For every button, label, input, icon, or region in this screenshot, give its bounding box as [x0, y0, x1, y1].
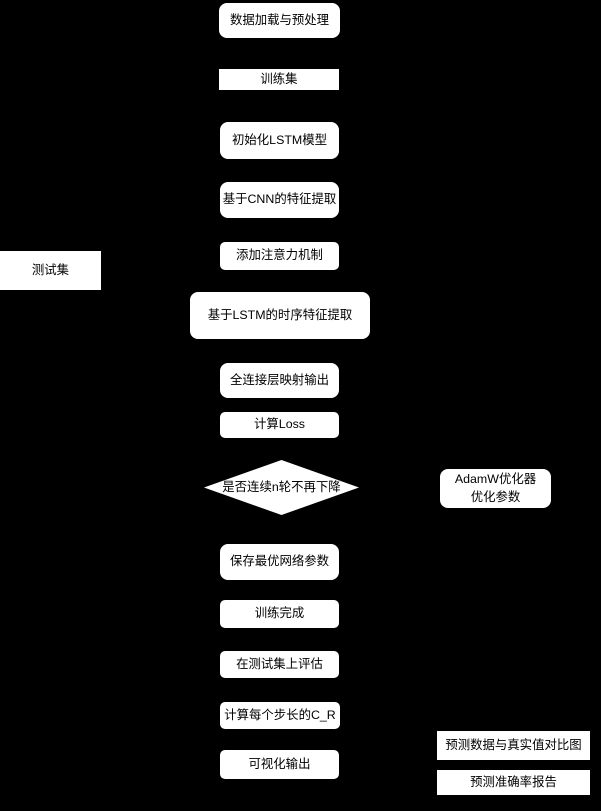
- node-save-best-params: 保存最优网络参数: [220, 544, 339, 580]
- node-fc-output-label: 全连接层映射输出: [229, 372, 330, 387]
- node-compute-loss: 计算Loss: [220, 412, 339, 438]
- node-visual-output: 可视化输出: [220, 750, 339, 779]
- node-cnn-feature-label: 基于CNN的特征提取: [222, 192, 337, 207]
- node-adamw-optimizer-label: AdamW优化器 优化参数: [454, 472, 537, 504]
- node-compute-loss-label: 计算Loss: [254, 417, 305, 432]
- node-cnn-feature: 基于CNN的特征提取: [220, 182, 339, 218]
- node-visual-output-label: 可视化输出: [248, 756, 311, 771]
- node-early-stop-check-label: 是否连续n轮不再下降: [222, 479, 341, 494]
- node-compute-cr-label: 计算每个步长的C_R: [224, 707, 336, 722]
- node-attention: 添加注意力机制: [220, 242, 339, 270]
- node-training-done-label: 训练完成: [254, 606, 305, 621]
- node-compute-cr: 计算每个步长的C_R: [220, 702, 340, 729]
- node-data-load: 数据加载与预处理: [219, 3, 340, 38]
- node-init-lstm: 初始化LSTM模型: [220, 122, 339, 159]
- node-lstm-temporal-label: 基于LSTM的时序特征提取: [207, 307, 353, 322]
- node-compare-plot: 预测数据与真实值对比图: [437, 731, 590, 760]
- node-training-set: 训练集: [219, 69, 339, 90]
- node-lstm-temporal: 基于LSTM的时序特征提取: [190, 292, 370, 339]
- node-test-set: 测试集: [0, 251, 101, 290]
- node-evaluate-testset: 在测试集上评估: [220, 651, 339, 678]
- node-early-stop-check: 是否连续n轮不再下降: [204, 460, 359, 515]
- node-compare-plot-label: 预测数据与真实值对比图: [445, 737, 582, 752]
- node-attention-label: 添加注意力机制: [236, 248, 323, 263]
- node-evaluate-testset-label: 在测试集上评估: [236, 656, 323, 671]
- node-adamw-optimizer: AdamW优化器 优化参数: [440, 469, 551, 508]
- node-training-set-label: 训练集: [260, 71, 298, 86]
- node-test-set-label: 测试集: [31, 262, 70, 277]
- node-fc-output: 全连接层映射输出: [220, 363, 339, 398]
- node-accuracy-report: 预测准确率报告: [437, 770, 590, 795]
- node-data-load-label: 数据加载与预处理: [229, 12, 330, 27]
- node-save-best-params-label: 保存最优网络参数: [229, 554, 330, 569]
- node-init-lstm-label: 初始化LSTM模型: [232, 132, 327, 147]
- node-training-done: 训练完成: [220, 600, 339, 628]
- node-accuracy-report-label: 预测准确率报告: [470, 774, 557, 789]
